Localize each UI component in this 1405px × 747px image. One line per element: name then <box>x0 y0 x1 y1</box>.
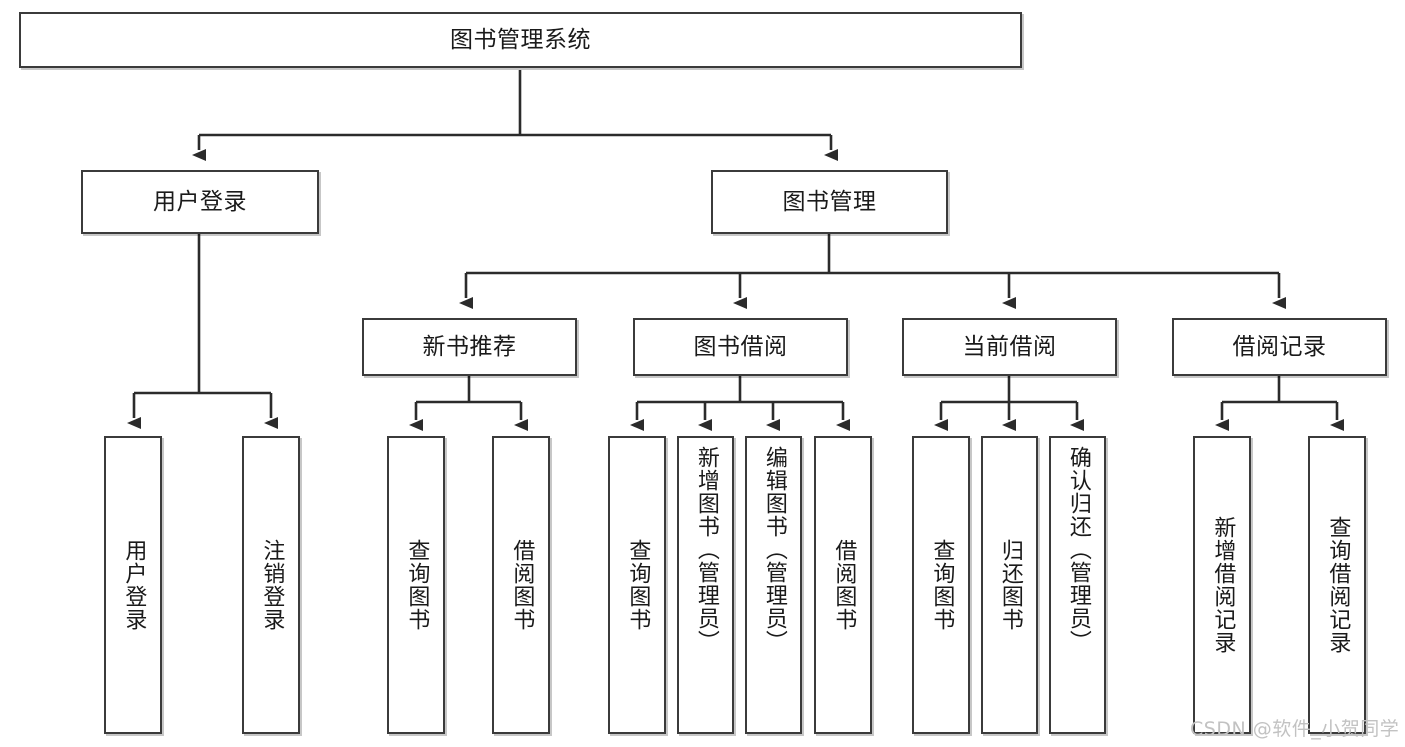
leaf-edit-book[interactable]: 编辑图书（管理员） <box>745 436 802 734</box>
leaf-return-book[interactable]: 归还图书 <box>981 436 1038 734</box>
node-label: 借阅记录 <box>1232 333 1327 360</box>
node-label: 查询借阅记录 <box>1325 516 1351 654</box>
leaf-user-login[interactable]: 用户登录 <box>104 436 162 734</box>
leaf-borrow-book[interactable]: 借阅图书 <box>814 436 872 734</box>
leaf-query-book-recommend[interactable]: 查询图书 <box>387 436 445 734</box>
node-label: 当前借阅 <box>962 333 1057 360</box>
node-label: 借阅图书 <box>509 539 535 631</box>
node-label: 查询图书 <box>404 539 430 631</box>
node-current-borrow[interactable]: 当前借阅 <box>902 318 1117 376</box>
node-label: 图书管理系统 <box>450 26 591 53</box>
node-label: 查询图书 <box>929 539 955 631</box>
node-label: 新书推荐 <box>422 333 517 360</box>
leaf-borrow-book-recommend[interactable]: 借阅图书 <box>492 436 550 734</box>
node-label: 新增借阅记录 <box>1210 516 1236 654</box>
node-label: 注销登录 <box>259 539 285 631</box>
node-label: 用户登录 <box>121 539 147 631</box>
node-label: 用户登录 <box>153 188 247 215</box>
node-new-book-recommend[interactable]: 新书推荐 <box>362 318 577 376</box>
leaf-confirm-return[interactable]: 确认归还（管理员） <box>1049 436 1106 734</box>
leaf-add-borrow-record[interactable]: 新增借阅记录 <box>1193 436 1251 734</box>
node-label: 查询图书 <box>625 539 651 631</box>
leaf-query-book-current[interactable]: 查询图书 <box>912 436 970 734</box>
node-user-login[interactable]: 用户登录 <box>81 170 319 234</box>
node-label: 归还图书 <box>997 539 1023 631</box>
node-root-book-management-system[interactable]: 图书管理系统 <box>19 12 1022 68</box>
leaf-query-borrow-record[interactable]: 查询借阅记录 <box>1308 436 1366 734</box>
node-label: 借阅图书 <box>831 539 857 631</box>
leaf-add-book[interactable]: 新增图书（管理员） <box>677 436 734 734</box>
node-label: 确认归还（管理员） <box>1065 446 1091 653</box>
node-borrow-record[interactable]: 借阅记录 <box>1172 318 1387 376</box>
node-label: 编辑图书（管理员） <box>761 446 787 653</box>
leaf-query-book-borrow[interactable]: 查询图书 <box>608 436 666 734</box>
node-label: 图书管理 <box>782 188 877 215</box>
node-book-management[interactable]: 图书管理 <box>711 170 948 234</box>
node-label: 新增图书（管理员） <box>693 446 719 653</box>
node-label: 图书借阅 <box>693 333 788 360</box>
node-book-borrow[interactable]: 图书借阅 <box>633 318 848 376</box>
leaf-logout-login[interactable]: 注销登录 <box>242 436 300 734</box>
